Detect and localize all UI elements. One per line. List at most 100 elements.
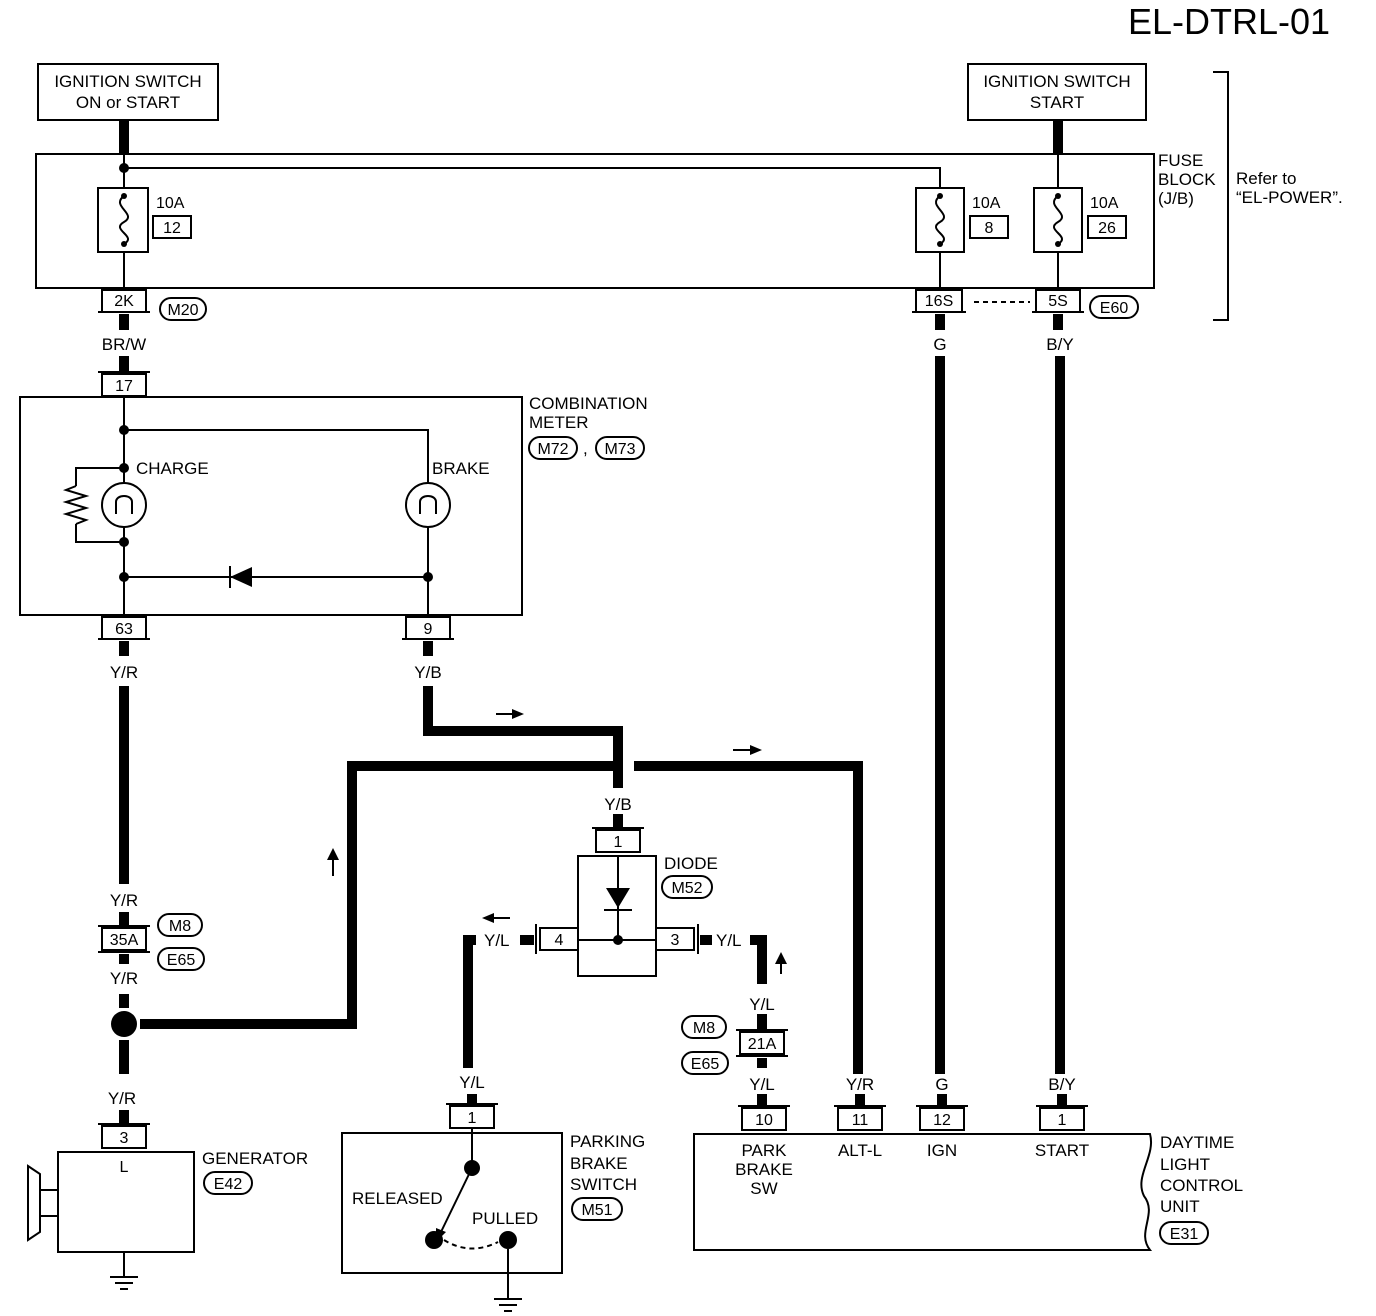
dlcu-pin-name-start: START [1035,1141,1089,1160]
wire-label-yr-1: Y/R [110,663,138,682]
svg-text:8: 8 [985,220,994,237]
charge-label: CHARGE [136,459,209,478]
page-code: EL-DTRL-01 [1128,1,1330,42]
svg-text:10A: 10A [1090,195,1119,212]
connector-m20-badge: M20 [159,297,207,321]
meter-diode-icon [229,566,252,588]
svg-text:E31: E31 [1170,1226,1199,1243]
svg-text:CONTROL: CONTROL [1160,1176,1243,1195]
brake-lamp-icon [405,482,451,528]
flow-arrow-left-icon [482,913,510,923]
dlcu-pin-12: 12 [916,1105,968,1131]
ignition-switch-on-start: IGNITION SWITCH ON or START [37,63,219,121]
svg-text:10A: 10A [972,195,1001,212]
joint-connector-35a: 35A [98,925,150,953]
svg-text:16S: 16S [925,293,953,310]
svg-text:FUSE: FUSE [1158,151,1203,170]
dlcu-pin-name-alt-l: ALT-L [838,1141,882,1160]
ground-icon-2 [494,1298,522,1312]
dlcu-pin-1: 1 [1036,1105,1088,1131]
svg-text:M52: M52 [671,880,702,897]
wire-label-yb-2: Y/B [604,795,631,814]
fuse-12: 10A 12 [97,187,192,290]
svg-text:35A: 35A [110,932,139,949]
dlcu-pin-name-sw: SW [750,1179,777,1198]
dlcu-pin-11: 11 [834,1105,886,1131]
splice-point [111,1011,137,1037]
wire-label-yl-1: Y/L [484,931,510,950]
svg-text:Refer to: Refer to [1236,169,1296,188]
wire-label-yl-4: Y/L [749,995,775,1014]
generator-label: GENERATOR [202,1149,308,1168]
parking-brake-label: PARKING BRAKE SWITCH M51 [570,1132,645,1221]
diode-pin-3: 3 [655,924,699,954]
svg-text:E65: E65 [691,1056,720,1073]
connector-16s: 16S [912,289,966,313]
svg-text:2K: 2K [114,293,134,310]
connector-2k: 2K [98,289,150,313]
diode-pin-4: 4 [535,924,579,954]
svg-text:IGNITION SWITCH: IGNITION SWITCH [983,72,1130,91]
svg-text:11: 11 [852,1112,869,1129]
wire-label-brw: BR/W [102,335,146,354]
svg-text:10: 10 [755,1112,773,1129]
brake-label: BRAKE [432,459,490,478]
diode-unit [577,855,657,977]
svg-text:63: 63 [115,621,133,638]
svg-text:ON or START: ON or START [76,93,180,112]
wire-label-by-bottom: B/Y [1048,1075,1075,1094]
dlcu-label: DAYTIME LIGHT CONTROL UNIT E31 [1159,1133,1243,1245]
svg-text:M20: M20 [167,302,198,319]
combination-meter-pin-9: 9 [402,616,454,640]
fuse-8: 10A 8 [915,187,1009,290]
wire-label-g-bottom: G [935,1075,948,1094]
dlcu-pin-10: 10 [738,1105,790,1131]
diode-m52-badge: M52 [661,875,713,899]
dlcu-pin-name-park: PARK [741,1141,787,1160]
svg-text:1: 1 [614,834,623,851]
svg-text:E65: E65 [167,952,196,969]
joint-35a-e65-badge: E65 [157,947,205,971]
combination-meter-label: COMBINATION METER M72 , M73 [528,394,648,460]
flow-arrow-right-icon-1 [496,709,524,719]
wire-label-yr-4: Y/R [108,1089,136,1108]
wire-label-yr-3: Y/R [110,969,138,988]
svg-text:M8: M8 [169,918,191,935]
svg-text:M72: M72 [537,441,568,458]
svg-text:METER: METER [529,413,589,432]
svg-text:IGNITION SWITCH: IGNITION SWITCH [54,72,201,91]
flow-arrow-up-icon-2 [775,952,787,974]
diode-label: DIODE [664,854,718,873]
daytime-light-control-unit: PARK BRAKE SW ALT-L IGN START [693,1133,1153,1251]
svg-text:SWITCH: SWITCH [570,1175,637,1194]
flow-arrow-up-icon [327,848,339,876]
wire-label-yb-1: Y/B [414,663,441,682]
wire-label-by-top: B/Y [1046,335,1073,354]
svg-text:“EL-POWER”.: “EL-POWER”. [1236,188,1343,207]
joint-21a-e65-badge: E65 [681,1051,729,1075]
svg-text:DAYTIME: DAYTIME [1160,1133,1234,1152]
svg-text:BRAKE: BRAKE [570,1154,628,1173]
diode-icon [604,888,632,911]
svg-text:LIGHT: LIGHT [1160,1155,1210,1174]
joint-35a-m8-badge: M8 [157,913,203,937]
fuse-block: 10A 12 10A 8 10A 26 [35,153,1155,290]
fuse-block-label: FUSE BLOCK (J/B) [1158,151,1216,208]
refer-bracket [1213,71,1229,321]
svg-text:,: , [583,439,588,458]
parking-brake-pin-1: 1 [446,1103,498,1129]
pulley-icon [27,1164,58,1242]
charge-lamp-icon [101,482,147,528]
parking-brake-switch: RELEASED PULLED [341,1128,563,1312]
svg-text:(J/B): (J/B) [1158,189,1194,208]
svg-text:COMBINATION: COMBINATION [529,394,648,413]
diode-pin-1: 1 [592,827,644,853]
svg-text:M73: M73 [604,441,635,458]
connector-5s: 5S [1032,289,1084,313]
svg-text:M8: M8 [693,1020,715,1037]
combination-meter-pin-17: 17 [98,371,150,397]
svg-text:UNIT: UNIT [1160,1197,1200,1216]
dlcu-pin-name-brake: BRAKE [735,1160,793,1179]
svg-text:17: 17 [115,378,133,395]
